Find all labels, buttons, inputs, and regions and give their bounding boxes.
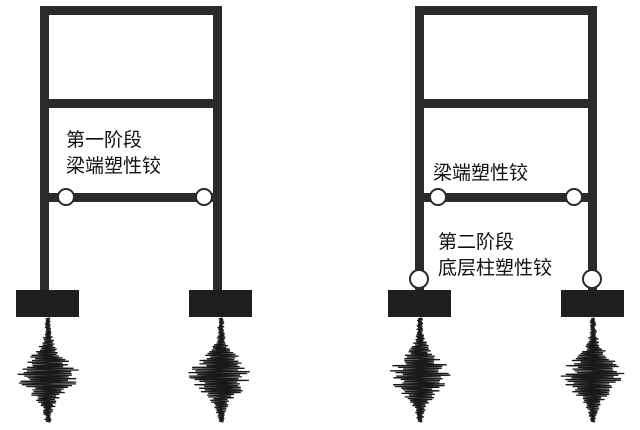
right-frame-label-stage: 第二阶段 xyxy=(438,231,515,253)
right-frame-foundation-right xyxy=(561,290,624,317)
left-frame-label-stage: 第一阶段 xyxy=(66,129,143,151)
ground-motion-waves xyxy=(17,317,625,423)
right-frame-left-column xyxy=(415,6,424,290)
right-frame-hinge-column-base-left xyxy=(409,269,429,289)
left-frame-right-column xyxy=(213,6,222,290)
left-frame-wave-right xyxy=(188,317,250,423)
left-frame-label-hinge: 梁端塑性铰 xyxy=(66,155,162,177)
right-frame-hinge-beam-end-left xyxy=(429,188,447,206)
left-frame-lower-beam xyxy=(40,193,222,202)
left-frame-top-beam xyxy=(40,6,222,15)
right-frame-middle-beam xyxy=(415,99,597,108)
left-hinges xyxy=(57,188,213,206)
left-frame-middle-beam xyxy=(40,99,222,108)
left-foundations xyxy=(16,290,252,317)
left-frame-left-column xyxy=(40,6,49,290)
right-frame-wave-left xyxy=(389,317,451,423)
left-frame-wave-left xyxy=(17,317,79,423)
right-frame xyxy=(415,6,597,290)
right-frame-right-column xyxy=(588,6,597,290)
right-frame-lower-beam xyxy=(415,193,597,202)
left-frame xyxy=(40,6,222,290)
right-frame-label-column-hinge: 底层柱塑性铰 xyxy=(438,257,553,279)
right-hinges xyxy=(409,188,602,289)
left-frame-hinge-beam-end-left xyxy=(57,188,75,206)
left-frame-hinge-beam-end-right xyxy=(195,188,213,206)
right-frame-foundation-left xyxy=(388,290,451,317)
right-frame-hinge-beam-end-right xyxy=(565,188,583,206)
right-frame-label-beam-hinge: 梁端塑性铰 xyxy=(433,162,529,184)
right-frame-wave-right xyxy=(560,317,625,423)
left-frame-foundation-left xyxy=(16,290,79,317)
right-frame-hinge-column-base-right xyxy=(582,269,602,289)
right-frame-top-beam xyxy=(415,6,597,15)
left-frame-foundation-right xyxy=(189,290,252,317)
right-foundations xyxy=(388,290,624,317)
